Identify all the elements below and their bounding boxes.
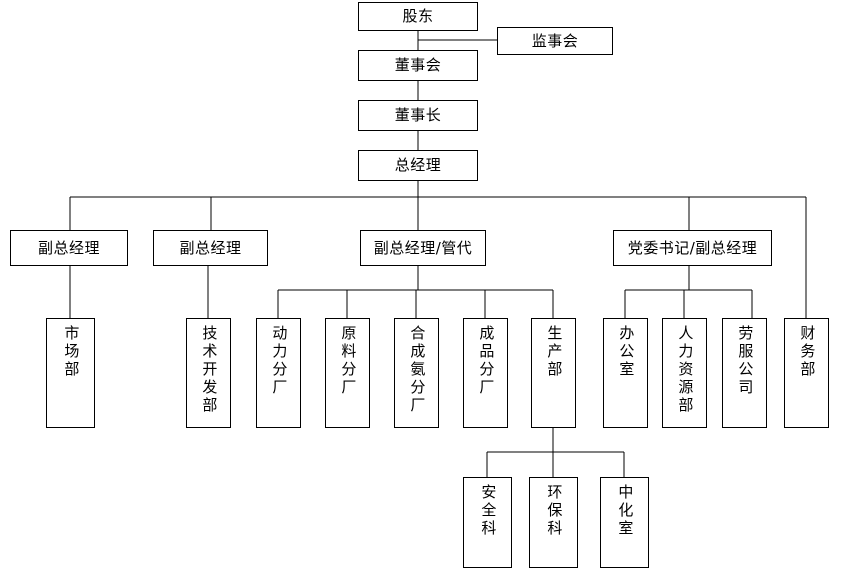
org-node-deputy-gm-mr[interactable]: 副总经理/管代 bbox=[360, 230, 486, 266]
org-node-label: 监事会 bbox=[531, 31, 579, 50]
org-node-deputy-gm-2[interactable]: 副总经理 bbox=[153, 230, 268, 266]
org-node-market-dept[interactable]: 市场部 bbox=[46, 318, 95, 428]
org-node-office[interactable]: 办公室 bbox=[603, 318, 648, 428]
org-node-party-secretary-deputy-gm[interactable]: 党委书记/副总经理 bbox=[613, 230, 772, 266]
org-node-label: 生产部 bbox=[545, 325, 564, 379]
org-node-label: 董事长 bbox=[394, 106, 442, 124]
org-node-label: 党委书记/副总经理 bbox=[627, 238, 758, 257]
org-node-central-lab[interactable]: 中化室 bbox=[600, 477, 649, 568]
org-node-environment-section[interactable]: 环保科 bbox=[529, 477, 578, 568]
org-node-label: 中化室 bbox=[616, 484, 635, 538]
org-node-supervisory-board[interactable]: 监事会 bbox=[497, 27, 613, 55]
org-node-general-manager[interactable]: 总经理 bbox=[358, 150, 478, 181]
org-node-label: 副总经理 bbox=[179, 238, 242, 257]
org-node-label: 总经理 bbox=[394, 156, 442, 174]
org-node-label: 董事会 bbox=[394, 56, 442, 74]
org-node-label: 劳服公司 bbox=[736, 325, 755, 397]
org-node-label: 办公室 bbox=[617, 325, 636, 379]
org-node-label: 原料分厂 bbox=[339, 325, 358, 397]
org-node-label: 安全科 bbox=[479, 484, 498, 538]
org-node-synthetic-ammonia-plant[interactable]: 合成氨分厂 bbox=[394, 318, 439, 428]
org-node-safety-section[interactable]: 安全科 bbox=[463, 477, 512, 568]
org-node-deputy-gm-1[interactable]: 副总经理 bbox=[10, 230, 128, 266]
org-node-power-plant[interactable]: 动力分厂 bbox=[256, 318, 301, 428]
edge-shareholders-supervisory bbox=[417, 31, 497, 41]
org-node-production-dept[interactable]: 生产部 bbox=[531, 318, 576, 428]
org-node-label: 市场部 bbox=[62, 325, 81, 379]
org-node-label: 副总经理 bbox=[37, 238, 100, 257]
org-node-chairman[interactable]: 董事长 bbox=[358, 100, 478, 131]
org-node-board-of-directors[interactable]: 董事会 bbox=[358, 50, 478, 81]
org-node-finance-dept[interactable]: 财务部 bbox=[784, 318, 829, 428]
org-node-label: 人力资源部 bbox=[676, 325, 695, 415]
org-node-finished-product-plant[interactable]: 成品分厂 bbox=[463, 318, 508, 428]
org-node-hr-dept[interactable]: 人力资源部 bbox=[662, 318, 707, 428]
org-node-shareholders[interactable]: 股东 bbox=[358, 2, 478, 31]
org-node-labor-service-company[interactable]: 劳服公司 bbox=[722, 318, 767, 428]
org-node-label: 财务部 bbox=[798, 325, 817, 379]
org-node-label: 技术开发部 bbox=[200, 325, 219, 415]
org-node-label: 股东 bbox=[402, 7, 434, 25]
org-node-label: 成品分厂 bbox=[477, 325, 496, 397]
org-node-label: 动力分厂 bbox=[270, 325, 289, 397]
org-node-label: 副总经理/管代 bbox=[373, 238, 473, 257]
org-node-raw-material-plant[interactable]: 原料分厂 bbox=[325, 318, 370, 428]
org-node-label: 合成氨分厂 bbox=[408, 325, 427, 415]
org-node-tech-dev-dept[interactable]: 技术开发部 bbox=[186, 318, 231, 428]
org-node-label: 环保科 bbox=[545, 484, 564, 538]
